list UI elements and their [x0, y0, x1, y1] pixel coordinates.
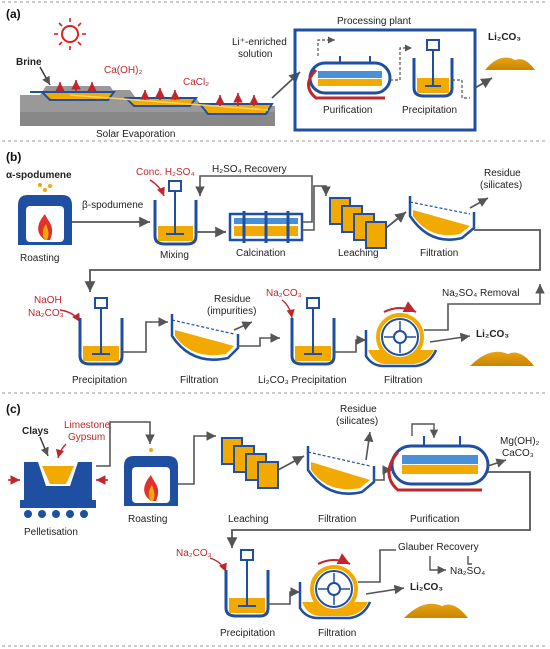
mixing-tank [153, 180, 198, 246]
label-na2so4-removal: Na₂SO₄ Removal [442, 288, 519, 299]
filter-pan-b1 [408, 196, 476, 241]
arrow-acid-recovery [195, 175, 313, 223]
label-limestone: Limestone [64, 420, 111, 431]
panel-c: (c) Clays Limestone Gypsum Pelletisation [6, 402, 540, 639]
label-caco3: CaCO₃ [502, 448, 534, 459]
label-alpha-spodumene: α-spodumene [6, 170, 72, 181]
label-naoh: NaOH [34, 295, 62, 306]
label-residue-b1b: (silicates) [480, 180, 522, 191]
sun-icon [54, 18, 86, 50]
evaporation-ponds [20, 66, 275, 126]
label-na2co3-b1: Na₂CO₃ [28, 308, 64, 319]
product-c: Li₂CO₃ [410, 582, 443, 593]
label-cacl2: CaCl₂ [183, 77, 209, 88]
label-gypsum: Gypsum [68, 432, 105, 443]
product-a: Li₂CO₃ [488, 32, 521, 43]
calcination-kiln [228, 211, 304, 243]
precipitation-tank-b [78, 297, 124, 366]
label-leaching-c: Leaching [228, 514, 269, 525]
arrow-leach-filter [385, 211, 407, 229]
filter-pan-b2 [170, 314, 240, 361]
label-precipitation-b: Precipitation [72, 375, 127, 386]
label-na2co3-c: Na₂CO₃ [176, 548, 212, 559]
panel-a-tag: (a) [6, 7, 21, 21]
processing-plant-box [293, 28, 477, 132]
product-pile-c [404, 603, 468, 618]
panel-b-tag: (b) [6, 150, 21, 164]
label-clays: Clays [22, 426, 49, 437]
label-li-solution-1: Li⁺-enriched [232, 37, 287, 48]
label-filtration-c1: Filtration [318, 514, 356, 525]
label-purification-c: Purification [410, 514, 459, 525]
precipitation-vessel-a [412, 39, 470, 99]
precipitation-tank-c [224, 549, 270, 618]
label-na2co3-b2: Na₂CO₃ [266, 288, 302, 299]
leaching-tanks-c [221, 437, 279, 489]
product-pile-a [485, 57, 535, 70]
label-residue-b1a: Residue [484, 168, 521, 179]
plant-title: Processing plant [337, 16, 411, 27]
label-mgoh2: Mg(OH)₂ [500, 436, 540, 447]
panel-b: (b) α-spodumene Roasting β-spodumene Con… [6, 150, 545, 386]
label-roasting-c: Roasting [128, 514, 167, 525]
label-filtration-c2: Filtration [318, 628, 356, 639]
filter-pan-c1 [306, 446, 376, 495]
drum-filter-b [364, 301, 438, 368]
panel-c-tag: (c) [6, 402, 21, 416]
label-roasting-b: Roasting [20, 253, 59, 264]
arrow-row-b [84, 229, 541, 292]
label-conc-h2so4: Conc. H₂SO₄ [136, 167, 195, 178]
label-precipitation-a: Precipitation [402, 105, 457, 116]
roasting-kiln-b [18, 183, 72, 245]
product-pile-b [470, 351, 534, 366]
label-solar-evaporation: Solar Evaporation [96, 129, 176, 140]
label-beta-spodumene: β-spodumene [82, 200, 144, 211]
label-leaching-b: Leaching [338, 248, 379, 259]
purification-vessel-a [307, 36, 412, 100]
label-residue-b2b: (impurities) [207, 306, 256, 317]
leaching-tanks-b [329, 197, 387, 249]
label-mixing: Mixing [160, 250, 189, 261]
label-filtration-b3: Filtration [384, 375, 422, 386]
label-filtration-b2: Filtration [180, 375, 218, 386]
purification-vessel-c [387, 423, 490, 492]
label-purification-a: Purification [323, 105, 372, 116]
label-na2so4-c: Na₂SO₄ [450, 566, 485, 577]
label-calcination: Calcination [236, 248, 285, 259]
label-filtration-b1: Filtration [420, 248, 458, 259]
label-li-solution-2: solution [238, 49, 272, 60]
panel-a: (a) [6, 7, 535, 140]
drum-filter-c [298, 553, 372, 620]
li-precipitation-tank-b [290, 297, 336, 366]
label-residue-c-a: Residue [340, 404, 377, 415]
label-pelletisation: Pelletisation [24, 527, 78, 538]
arrow-to-product-a [474, 77, 493, 89]
product-b: Li₂CO₃ [476, 329, 509, 340]
pelletiser [8, 462, 108, 518]
label-brine: Brine [16, 57, 42, 68]
label-h2so4-recovery: H₂SO₄ Recovery [212, 164, 287, 175]
label-residue-c-b: (silicates) [336, 416, 378, 427]
label-caoh2: Ca(OH)₂ [104, 65, 142, 76]
label-li-precipitation: Li₂CO₃ Precipitation [258, 375, 347, 386]
roasting-kiln-c [124, 448, 178, 506]
label-residue-b2a: Residue [214, 294, 251, 305]
label-precipitation-c: Precipitation [220, 628, 275, 639]
label-glauber: Glauber Recovery [398, 542, 479, 553]
